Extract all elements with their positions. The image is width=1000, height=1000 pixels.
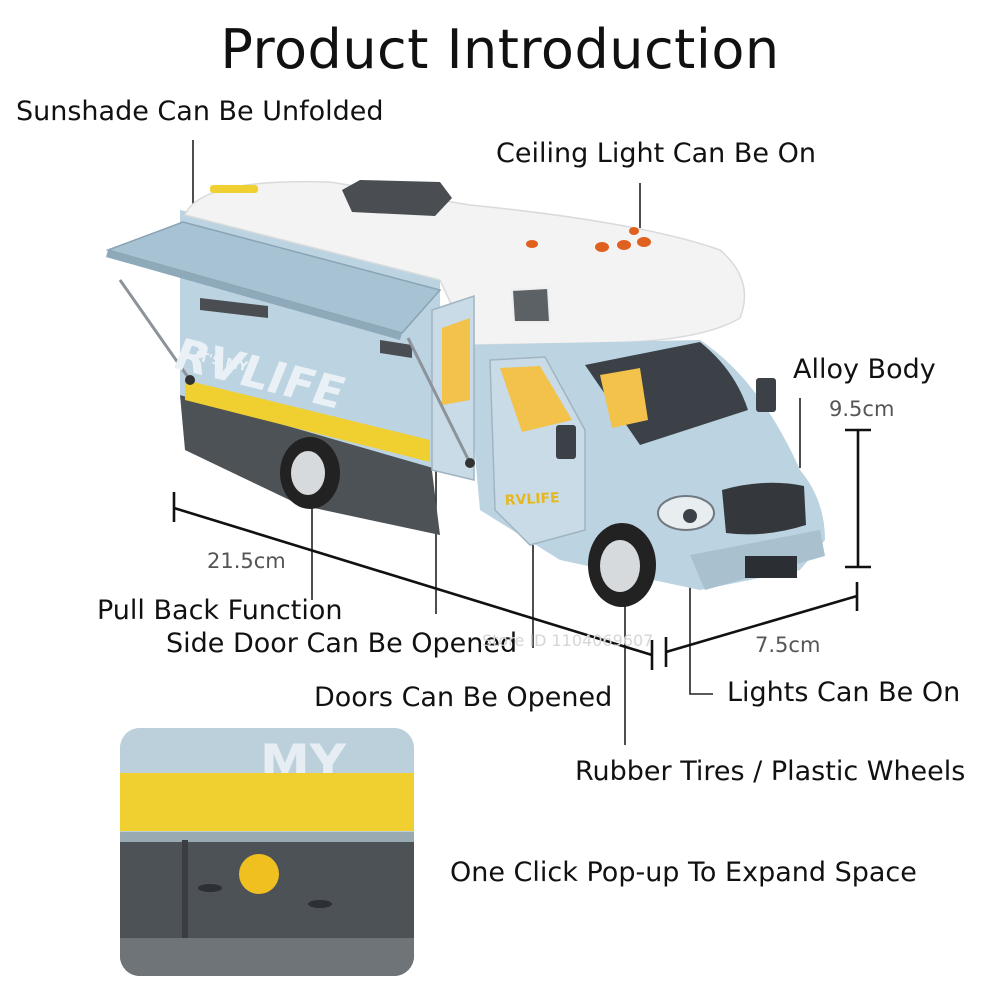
cab-seat — [600, 368, 648, 428]
sunshade-edge — [106, 250, 402, 340]
side-door-interior — [442, 318, 470, 405]
store-watermark: Store ID 1104069607 — [482, 631, 654, 650]
awning-pin-right — [465, 458, 475, 468]
rv-white-roof — [183, 180, 746, 346]
overcab-window — [510, 286, 552, 323]
sunshade-label: Sunshade Can Be Unfolded — [16, 96, 384, 127]
popup-label: One Click Pop-up To Expand Space — [450, 857, 917, 888]
ceiling-light-2 — [595, 242, 609, 252]
popup-closeup-inset: MY — [120, 728, 414, 976]
tires-label: Rubber Tires / Plastic Wheels — [575, 756, 966, 787]
inset-divider — [120, 832, 414, 842]
ceiling-light-5 — [629, 227, 639, 235]
license-plate-slot — [745, 556, 797, 578]
inset-yellow-stripe — [120, 773, 414, 831]
roof-yellow-bar — [210, 185, 258, 193]
door-logo-rvlife: RVLIFE — [504, 490, 560, 509]
popup-closeup-art: MY — [120, 728, 414, 976]
ceiling-light-label: Ceiling Light Can Be On — [496, 138, 816, 169]
lights-label: Lights Can Be On — [727, 677, 961, 708]
inset-seam — [182, 840, 188, 976]
page-title: Product Introduction — [220, 18, 780, 81]
inset-slot-2 — [308, 900, 332, 908]
awning-support-left — [118, 279, 192, 381]
awning-support-right — [406, 337, 472, 464]
front-grille — [722, 482, 806, 535]
dimension-lines — [172, 428, 871, 670]
cab-door-window — [500, 366, 572, 432]
length-dimension-line — [173, 506, 653, 657]
alloy-body-label: Alloy Body — [793, 354, 936, 385]
length-dimension-label: 21.5cm — [207, 549, 286, 573]
awning-pin-left — [185, 375, 195, 385]
ceiling-light-3 — [617, 240, 631, 250]
width-dimension-label: 7.5cm — [755, 633, 821, 657]
ceiling-lights — [526, 227, 651, 252]
front-rim — [600, 540, 640, 592]
side-mirror-right — [756, 378, 776, 412]
side-door-label: Side Door Can Be Opened — [166, 628, 518, 659]
roof-vent — [342, 180, 452, 216]
ceiling-light-4 — [637, 237, 651, 247]
popup-button — [239, 854, 279, 894]
side-mirror-left — [556, 425, 576, 459]
rear-rim — [291, 451, 325, 495]
headlight-bulb — [683, 509, 697, 523]
doors-label: Doors Can Be Opened — [314, 682, 613, 713]
pull-back-label: Pull Back Function — [97, 595, 343, 626]
rear-wheel — [280, 437, 340, 509]
inset-slot-1 — [198, 884, 222, 892]
inset-bottom-edge — [120, 938, 414, 976]
rv-model: IT'S MY RVLIFE RVLIFE — [105, 180, 825, 607]
height-dimension-label: 9.5cm — [829, 397, 895, 421]
front-wheel — [588, 523, 656, 607]
rv-yellow-stripe — [185, 380, 430, 462]
width-dimension-line — [665, 594, 858, 654]
side-window-1 — [200, 298, 268, 318]
side-window-2 — [380, 340, 412, 358]
ceiling-light-1 — [526, 240, 538, 248]
